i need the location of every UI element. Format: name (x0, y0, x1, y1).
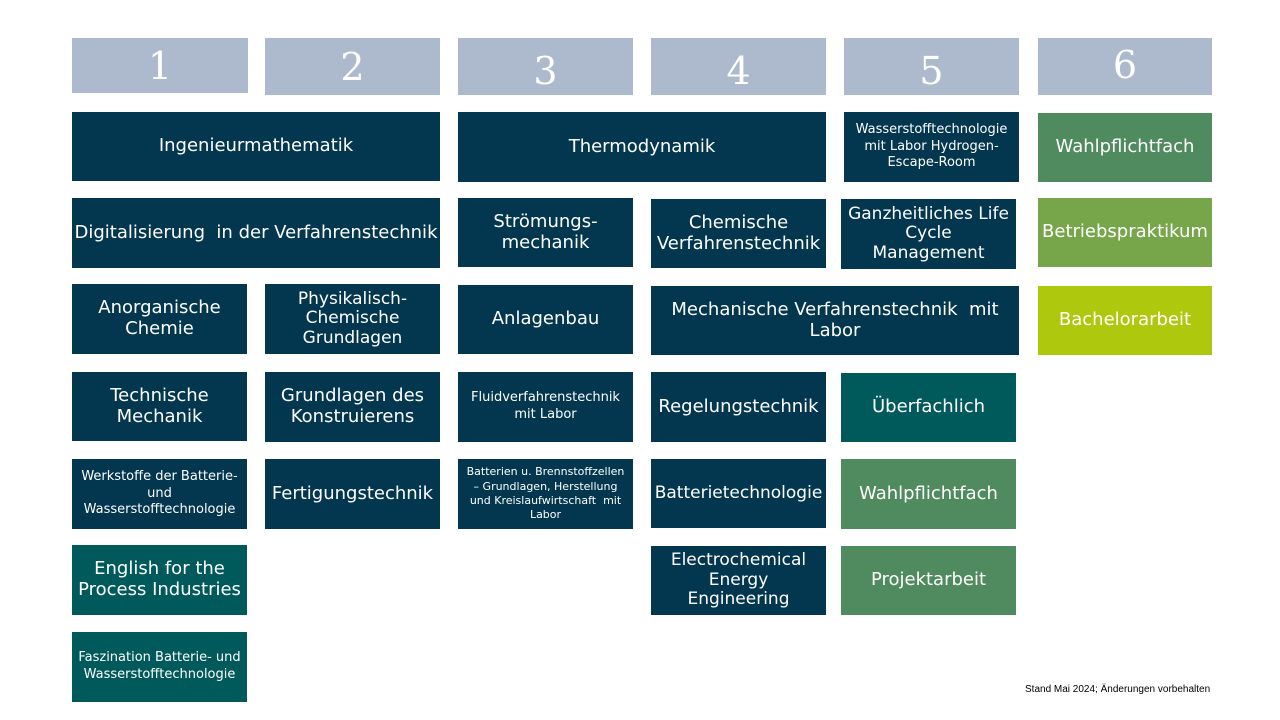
module-mechanische-verfahrenstechnik: Mechanische Verfahrenstechnik mit Labor (651, 286, 1019, 355)
semester-header-6: 6 (1038, 38, 1212, 95)
module-english-process-industries: English for the Process Industries (72, 545, 247, 615)
module-wahlpflichtfach-sem6: Wahlpflichtfach (1038, 113, 1212, 182)
module-fluidverfahrenstechnik: Fluidverfahrenstechnik mit Labor (458, 372, 633, 442)
module-ingenieurmathematik: Ingenieurmathematik (72, 112, 440, 181)
module-wasserstofftechnologie-labor: Wasserstofftechnologie mit Labor Hydroge… (844, 112, 1019, 182)
module-digitalisierung: Digitalisierung in der Verfahrenstechnik (72, 198, 440, 268)
module-faszination: Faszination Batterie- und Wasserstofftec… (72, 632, 247, 702)
semester-header-2: 2 (265, 38, 440, 95)
semester-header-1: 1 (72, 38, 248, 93)
footer-note: Stand Mai 2024; Änderungen vorbehalten (1025, 684, 1211, 695)
module-chemische-verfahrenstechnik: Chemische Verfahrenstechnik (651, 199, 826, 268)
module-anorganische-chemie: Anorganische Chemie (72, 284, 247, 354)
module-thermodynamik: Thermodynamik (458, 112, 826, 182)
module-grundlagen-konstruieren: Grundlagen des Konstruierens (265, 372, 440, 442)
semester-header-5: 5 (844, 38, 1019, 95)
module-technische-mechanik: Technische Mechanik (72, 372, 247, 441)
module-wahlpflichtfach-sem5: Wahlpflichtfach (841, 459, 1016, 529)
module-anlagenbau: Anlagenbau (458, 285, 633, 354)
module-batterien-brennstoffzellen: Batterien u. Brennstoffzellen – Grundlag… (458, 459, 633, 529)
module-stroemungsmechanik: Strömungs-mechanik (458, 198, 633, 267)
semester-header-3: 3 (458, 38, 633, 95)
module-batterietechnologie: Batterietechnologie (651, 459, 826, 528)
module-electrochemical-energy-engineering: Electrochemical Energy Engineering (651, 546, 826, 615)
module-projektarbeit: Projektarbeit (841, 546, 1016, 615)
module-life-cycle-management: Ganzheitliches Life Cycle Management (841, 199, 1016, 269)
module-fertigungstechnik: Fertigungstechnik (265, 459, 440, 529)
semester-header-4: 4 (651, 38, 826, 95)
module-regelungstechnik: Regelungstechnik (651, 372, 826, 442)
module-bachelorarbeit: Bachelorarbeit (1038, 286, 1212, 355)
module-physikalisch-chemische-grundlagen: Physikalisch-Chemische Grundlagen (265, 284, 440, 354)
module-werkstoffe: Werkstoffe der Batterie- und Wasserstoff… (72, 459, 247, 529)
module-ueberfachlich: Überfachlich (841, 373, 1016, 442)
module-betriebspraktikum: Betriebspraktikum (1038, 198, 1212, 267)
